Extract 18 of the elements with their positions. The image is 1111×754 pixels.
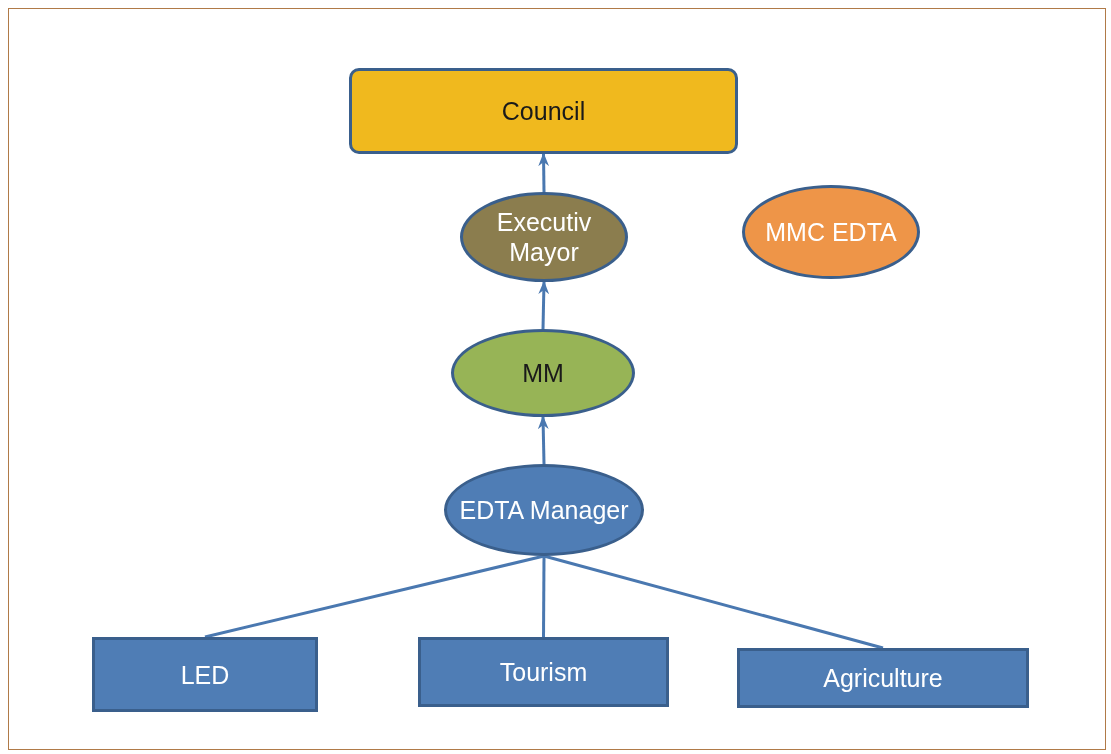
department-box <box>737 648 1029 708</box>
node-label: MMC EDTA <box>765 217 897 247</box>
node-label: LED <box>180 659 230 690</box>
connector-line <box>204 554 545 639</box>
node-label: Council <box>501 96 586 126</box>
arrow <box>537 415 549 465</box>
arrow <box>538 152 550 193</box>
council-box <box>349 68 738 154</box>
connector-line <box>543 554 884 650</box>
department-box <box>418 637 669 707</box>
arrow <box>538 280 550 330</box>
node-label: MM <box>522 358 564 388</box>
node-label: Tourism <box>499 657 588 687</box>
department-box <box>92 637 318 712</box>
node-label: Executiv Mayor <box>495 207 593 267</box>
node-label: EDTA Manager <box>459 495 629 525</box>
connector-line <box>542 556 546 637</box>
node-label: Agriculture <box>823 663 943 693</box>
